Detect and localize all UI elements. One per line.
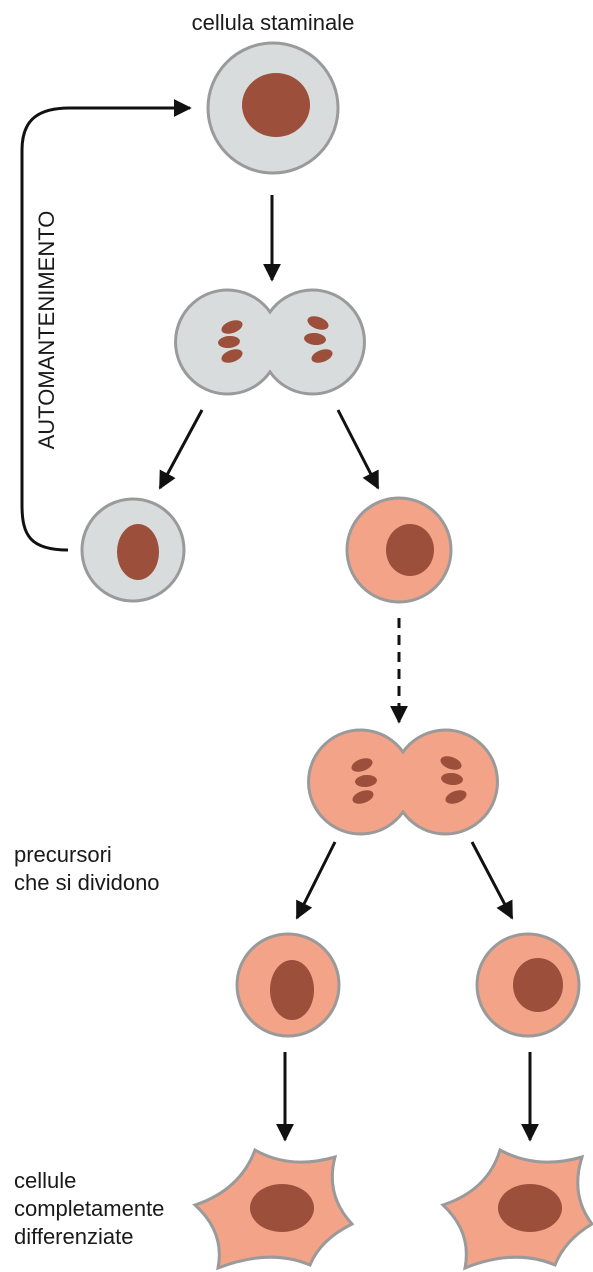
precursor-daughter-right xyxy=(475,932,581,1038)
stem-cell-label: cellula staminale xyxy=(192,10,355,35)
dividing-precursor-cell xyxy=(307,728,499,836)
self-renewal-loop-arrow xyxy=(20,99,192,552)
stem-cell xyxy=(206,41,340,175)
arrow-dividing-to-progenitor xyxy=(336,409,380,490)
differentiated-cell-right xyxy=(440,1147,593,1271)
precursor-chromosomes-left xyxy=(351,758,377,804)
differentiated-left-nucleus xyxy=(250,1184,314,1232)
self-renewal-label: AUTOMANTENIMENTO xyxy=(34,211,59,450)
stem-cell-nucleus xyxy=(242,73,310,137)
differentiated-right-nucleus xyxy=(498,1184,562,1232)
chromosomes-left xyxy=(218,320,243,363)
arrow-precursor-to-left xyxy=(295,841,337,920)
dividing-stem-cell xyxy=(174,288,366,396)
differentiated-cell-left xyxy=(192,1147,355,1271)
precursor-daughter-left-nucleus xyxy=(270,960,314,1020)
differentiated-cells-label: cellule completamente differenziate xyxy=(14,1168,171,1249)
arrow-precursor-to-right xyxy=(470,841,514,920)
stem-daughter-cell xyxy=(80,497,186,603)
arrow-dividing-to-stem-daughter xyxy=(158,409,204,490)
precursor-daughter-left xyxy=(235,932,341,1038)
progenitor-cell xyxy=(345,496,453,604)
precursor-chromosomes-right xyxy=(440,756,467,804)
dividing-precursors-label: precursori che si dividono xyxy=(14,842,160,895)
precursor-daughter-right-nucleus xyxy=(513,958,563,1012)
progenitor-nucleus xyxy=(386,524,434,576)
stem-daughter-nucleus xyxy=(117,524,159,580)
chromosomes-right xyxy=(304,316,333,363)
